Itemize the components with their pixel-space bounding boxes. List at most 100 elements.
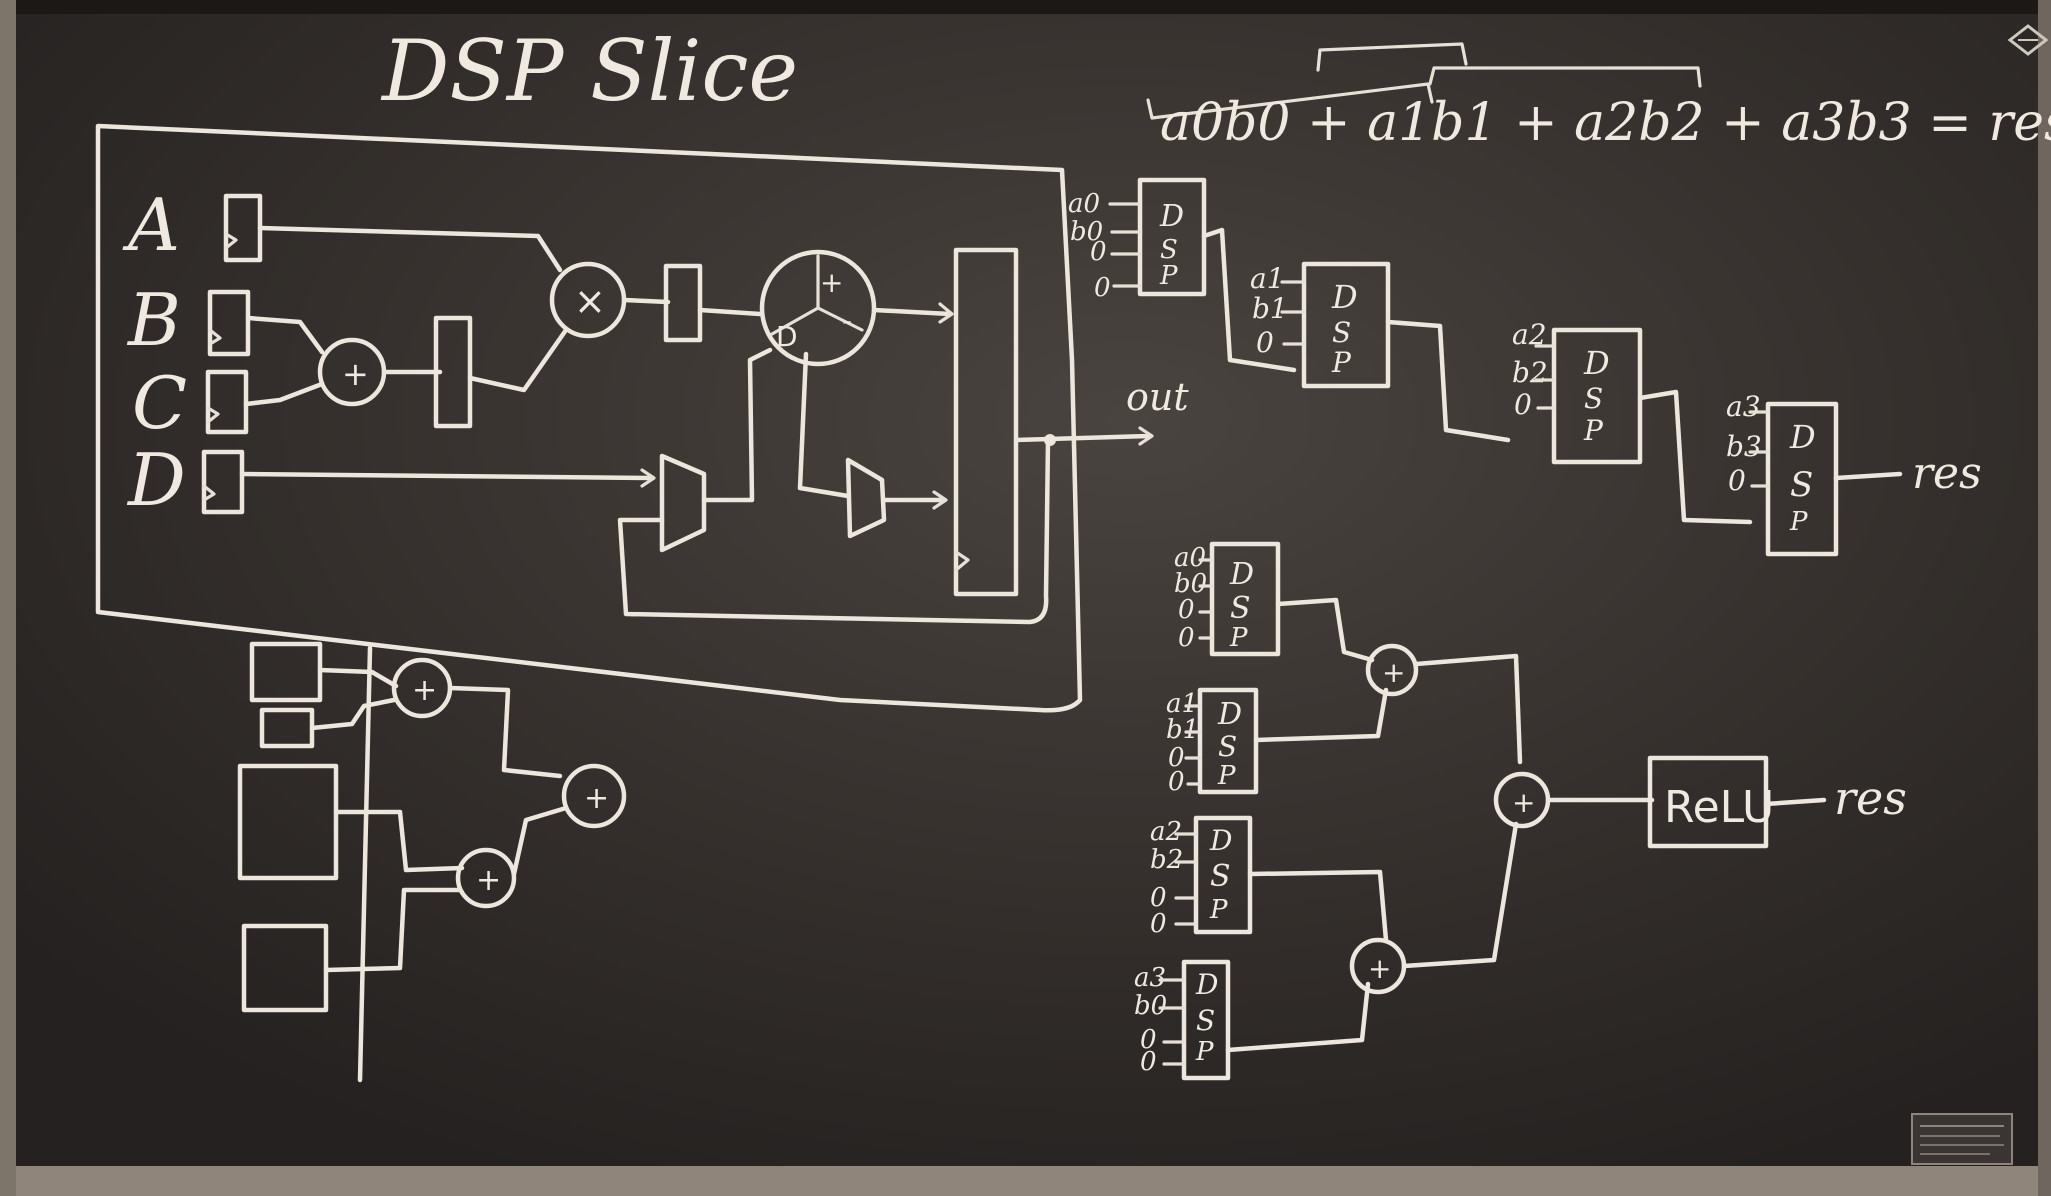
tree-dsp-0-in-0: a0 (1174, 543, 1206, 573)
tree-adder-1-symbol: + (412, 673, 437, 708)
tree-sum-final-symbol: + (1512, 786, 1535, 819)
slice-boundary (95, 123, 1083, 713)
equation-text: a0b0 + a1b1 + a2b2 + a3b3 = res (1160, 93, 2051, 153)
equation-group: a0b0 + a1b1 + a2b2 + a3b3 = res (1146, 42, 2051, 153)
chain-dsp-2-letter-s: S (1584, 382, 1603, 415)
tree-box-3 (237, 763, 339, 881)
tree-dsp-1-letter-s: S (1218, 730, 1237, 763)
chain-dsp-0-letter-p: P (1159, 261, 1178, 291)
accumulator-register (953, 247, 1019, 597)
multiplier-symbol: × (574, 279, 606, 323)
dsp-slice-diagram: A B C D + × + - D (95, 123, 1189, 713)
left-frame (0, 0, 16, 1196)
output-label-out: out (1126, 375, 1189, 419)
chain-dsp-3-letter-p: P (1789, 507, 1808, 537)
chain-dsp-1-in-2: 0 (1256, 326, 1274, 359)
chain-dsp-1-letter-p: P (1331, 346, 1352, 379)
tree-adder-3 (455, 847, 517, 909)
tree-sum-1-symbol: + (1382, 656, 1405, 689)
chain-output-res: res (1912, 448, 1982, 499)
tree-dsp-2-letter-d: D (1209, 824, 1232, 857)
top-frame (0, 0, 2051, 14)
input-label-d: D (126, 438, 186, 522)
tree-dsp-1-letter-p: P (1217, 761, 1236, 791)
chain-dsp-1-letter-s: S (1332, 316, 1351, 349)
register-b (207, 289, 251, 357)
register-d (201, 449, 245, 515)
chain-dsp-0-letter-s: S (1160, 235, 1178, 265)
tree-dsp-2-in-2: 0 (1150, 883, 1167, 913)
output-node (1044, 434, 1056, 446)
tree-dsp-3-letter-d: D (1195, 968, 1218, 1001)
tree-adder-3-symbol: + (476, 863, 501, 898)
tree-dsp-3-letter-s: S (1196, 1004, 1215, 1037)
tree-dsp-3-in-2: 0 (1140, 1025, 1157, 1055)
tree-dsp-0-letter-d: D (1229, 557, 1254, 592)
chain-dsp-3-in-2: 0 (1728, 464, 1746, 497)
corner-logo-icon (2007, 24, 2049, 56)
tree-sum-1 (1365, 643, 1419, 697)
bottom-left-adder-tree: + + + (237, 641, 627, 1083)
pre-adder-register (433, 315, 473, 429)
right-frame (2038, 0, 2051, 1196)
tree-dsp-0-in-3: 0 (1178, 623, 1195, 653)
tree-dsp-3-in-1: b0 (1134, 991, 1167, 1021)
alu-plus: + (820, 266, 843, 299)
chalk-tray (0, 1166, 2051, 1196)
tree-dsp-1-letter-d: D (1217, 697, 1242, 732)
tree-dsp-3-letter-p: P (1195, 1037, 1214, 1067)
tree-sum-2-symbol: + (1368, 952, 1391, 985)
chain-dsp-3-letter-d: D (1789, 418, 1816, 456)
multiplier-register (663, 263, 703, 343)
chain-dsp-0-letter-d: D (1159, 199, 1184, 234)
tree-dsp-0-letter-p: P (1229, 623, 1248, 653)
tree-dsp-0: D S P a0 b0 0 0 (1174, 541, 1281, 657)
tree-dsp-3-in-0: a3 (1134, 963, 1166, 993)
chain-dsp-0-in-2: 0 (1090, 237, 1107, 267)
pre-adder-symbol: + (342, 355, 369, 393)
chain-dsp-2-letter-d: D (1583, 344, 1610, 382)
tree-adder-2-symbol: + (584, 781, 609, 816)
input-label-a: A (122, 183, 180, 267)
input-label-c: C (132, 361, 187, 445)
tree-dsp-1-in-3: 0 (1168, 767, 1185, 797)
chain-dsp-0-in-0: a0 (1068, 189, 1100, 219)
input-label-b: B (126, 278, 181, 362)
tree-dsp-0-in-1: b0 (1174, 569, 1207, 599)
tree-dsp-3-in-3: 0 (1140, 1047, 1157, 1077)
tree-dsp-0-letter-s: S (1230, 591, 1251, 626)
tree-dsp-2-in-0: a2 (1150, 817, 1182, 847)
tree-adder-2 (561, 763, 627, 829)
chain-dsp-1-letter-d: D (1331, 278, 1358, 316)
chain-dsp-0-in-3: 0 (1094, 273, 1111, 303)
chain-dsp-0-in-1: b0 (1070, 217, 1103, 247)
chain-dsp-1-in-0: a1 (1250, 262, 1285, 295)
relu-label: ReLU (1664, 782, 1774, 833)
chain-dsp-2-in-2: 0 (1514, 388, 1532, 421)
tree-dsp-2-in-3: 0 (1150, 909, 1167, 939)
chain-dsp-2-in-1: b2 (1512, 356, 1548, 389)
chain-dsp-1: D S P a1 b1 0 (1250, 261, 1391, 389)
chain-dsp-1-in-1: b1 (1252, 292, 1288, 325)
alu-d: D (776, 320, 798, 353)
tree-dsp-1-in-1: b1 (1166, 715, 1199, 745)
manufacturer-label-icon (1911, 1113, 2013, 1165)
board-title: DSP Slice (380, 22, 798, 120)
tree-dsp-3: D S P a3 b0 0 0 (1134, 959, 1231, 1081)
tree-dsp-0-in-2: 0 (1178, 595, 1195, 625)
tree-dsp-2-in-1: b2 (1150, 845, 1183, 875)
chain-dsp-2-letter-p: P (1583, 414, 1604, 447)
parallel-tree: D S P a0 b0 0 0 D S P a1 b1 0 0 D S P a2 (1134, 541, 1907, 1081)
tree-dsp-2-letter-p: P (1209, 895, 1228, 925)
tree-dsp-2-letter-s: S (1210, 859, 1231, 894)
chain-dsp-3-letter-s: S (1790, 465, 1813, 505)
tree-dsp-1-in-0: a1 (1166, 689, 1198, 719)
cascade-chain: D S P a0 b0 0 0 D S P a1 b1 0 D S P (1068, 177, 1982, 557)
tree-dsp-1-in-2: 0 (1168, 743, 1185, 773)
tree-output-res: res (1834, 771, 1907, 825)
chain-dsp-3-in-1: b3 (1726, 430, 1762, 463)
alu-minus: - (842, 304, 852, 337)
mux-bottom (845, 457, 887, 539)
